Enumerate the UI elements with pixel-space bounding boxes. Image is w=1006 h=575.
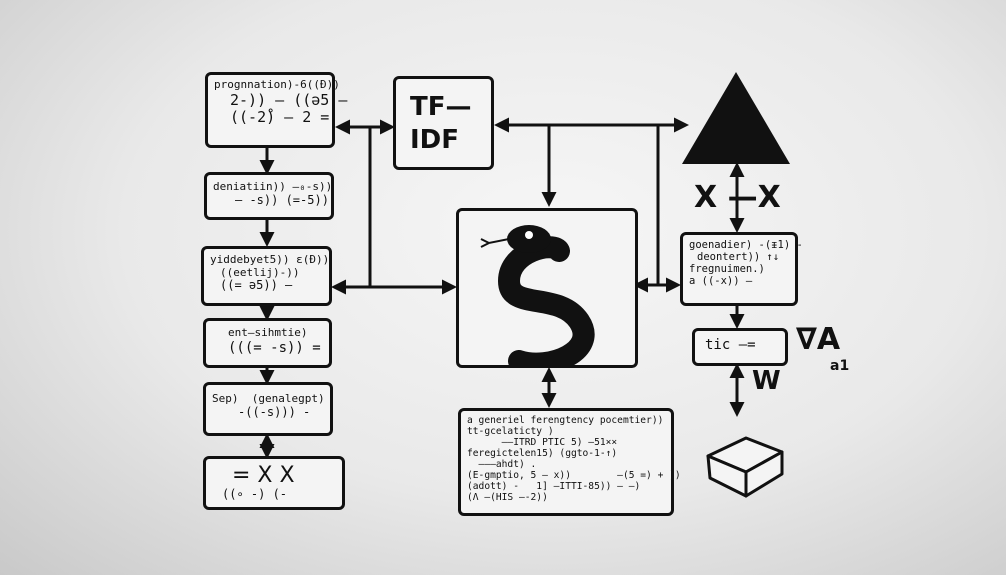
left-box-2-line-2: — -s)) (=-5)) (235, 192, 329, 207)
tfidf-line-1: TF— (410, 92, 472, 122)
a1-glyph: a1 (830, 358, 850, 374)
bottom-line-3: ——ITRD PTIC 5) —51×× (467, 437, 618, 449)
left-box-1-line-2: 2-)) — ((ə5 — (230, 90, 348, 109)
left-box-2: deniatiin)) —₀-s)) — -s)) (=-5)) (204, 172, 334, 220)
left-box-6-line-2: ((∘ -) (- (222, 487, 288, 502)
bottom-line-5: ———ahdt) . (467, 459, 537, 471)
left-box-2-line-1: deniatiin)) —₀-s)) (213, 180, 333, 193)
tfidf-box: TF— IDF (393, 76, 494, 170)
right-box-2-line-1: tic —= (705, 337, 756, 353)
left-box-3-line-3: ((= ə5)) — (220, 278, 293, 293)
left-box-5-line-2: -((-s))) - (238, 404, 311, 419)
left-box-4-line-2: (((= -s)) = (228, 339, 321, 356)
left-box-1-line-1: prognnation)-6((Ð)) (214, 78, 340, 91)
left-box-3-line-2: ((eetlij)-)) (220, 265, 300, 279)
bottom-line-8: (Λ —(HIS —-2)) (467, 492, 548, 504)
python-snake-box (456, 208, 638, 375)
right-box-1-line-1: goenadier) -(ᵻ1) - (689, 239, 803, 251)
va-glyphs: ∇A (796, 322, 841, 357)
bottom-center-box: a generiel ferengtency pocemtier)) tt-gc… (458, 408, 681, 516)
right-box-1: goenadier) -(ᵻ1) - deontert)) ↑↓ fregnui… (680, 232, 803, 306)
right-box-1-line-4: a ((-x)) — (689, 275, 753, 288)
python-snake-icon (480, 225, 595, 375)
left-box-6: = X X ((∘ -) (- (203, 456, 345, 510)
right-box-1-line-3: fregnuimen.) (689, 263, 765, 276)
cube-icon (706, 436, 784, 498)
left-box-4: ent—sihmtie) (((= -s)) = (203, 318, 332, 368)
right-box-1-line-2: deontert)) ↑↓ (697, 251, 780, 264)
bottom-line-6: (E-gmptio, 5 — x)) —(5 =) + )) (467, 470, 681, 482)
bottom-line-4: feregictelen15) (ggto-1-↑) (467, 448, 618, 460)
mid-glyphs: X —X (694, 180, 781, 215)
w-glyph: W (752, 366, 781, 396)
triangle-icon (682, 72, 790, 164)
left-box-1-line-3: ((-2̊) — 2 = (230, 107, 330, 126)
tfidf-line-2: IDF (410, 124, 460, 155)
left-box-5: Sep) (genalegpt) -((-s))) - (203, 382, 333, 436)
bottom-line-7: (adott) - 1] —ITTI-85)) — —) (467, 481, 641, 493)
left-box-3: yiddebyet5)) ɛ(Ð)) ((eetlij)-)) ((= ə5))… (201, 246, 332, 306)
left-box-4-line-1: ent—sihmtie) (228, 326, 308, 339)
left-box-1: prognnation)-6((Ð)) 2-)) — ((ə5 — ((-2̊)… (205, 72, 348, 148)
bottom-line-2: tt-gcelaticty ) (467, 426, 554, 438)
bottom-line-1: a generiel ferengtency pocemtier)) (467, 415, 664, 426)
left-box-3-line-1: yiddebyet5)) ɛ(Ð)) (210, 253, 330, 266)
left-box-6-line-1: = X X (232, 463, 295, 488)
left-box-5-line-1: Sep) (genalegpt) (212, 392, 325, 405)
right-box-2: tic —= (692, 328, 788, 366)
